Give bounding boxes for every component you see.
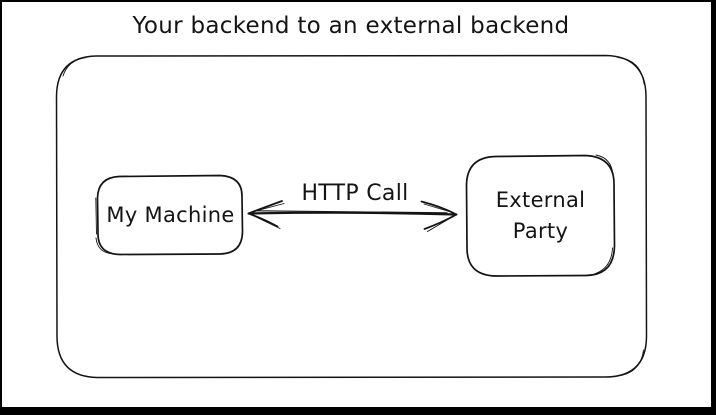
http-call-arrow <box>247 200 458 232</box>
edge-label-http-call: HTTP Call <box>301 181 409 206</box>
external-party-box <box>465 154 616 277</box>
my-machine-label: My Machine <box>106 202 235 227</box>
external-party-label: External Party <box>495 187 586 244</box>
diagram-title: Your backend to an external backend <box>132 13 570 39</box>
my-machine-box <box>95 174 244 256</box>
outer-boundary-box <box>55 54 648 379</box>
